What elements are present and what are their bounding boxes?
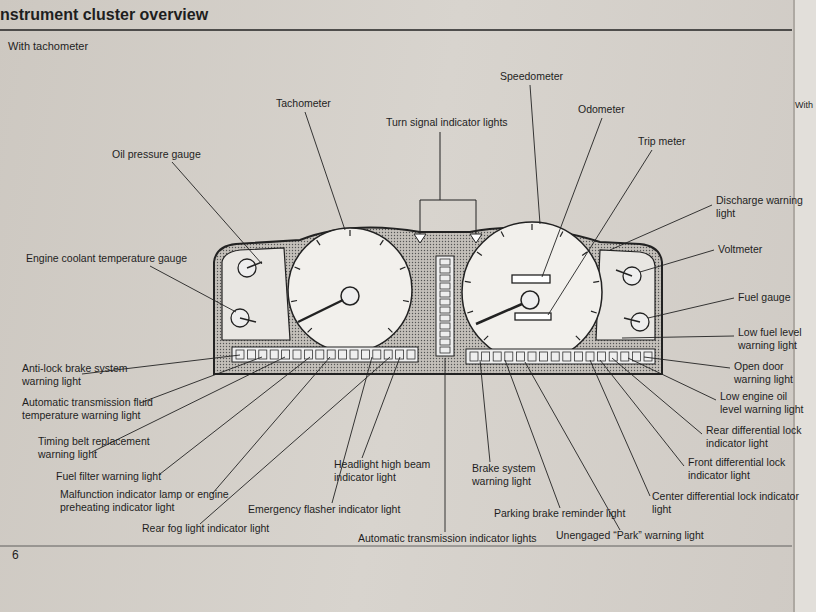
part-label: Tachometer [276,97,331,110]
indicator-cell [621,352,629,361]
indicator-cell [384,350,392,359]
part-label: With tachometer [8,40,88,54]
indicator-cell [440,259,450,265]
part-label: Automatic transmission indicator lights [358,532,537,545]
indicator-cell [516,352,524,361]
part-label: Center differential lock indicator light [652,490,808,516]
part-label: Rear fog light indicator light [142,522,269,535]
part-label: Turn signal indicator lights [386,116,508,129]
gauge-tick [560,231,563,236]
indicator-cell [540,352,548,361]
part-label: Fuel gauge [738,291,791,304]
gauge-tick [576,336,580,340]
gauge-tick [400,267,406,269]
indicator-cell [505,352,513,361]
gauge-tick [591,311,597,313]
part-label: Discharge warning light [716,194,810,220]
gauge-tick [477,252,482,256]
indicator-cell [440,307,450,313]
indicator-cell [440,267,450,273]
part-label: Low engine oil level warning light [720,390,810,416]
indicator-cell [316,350,324,359]
indicator-cell [339,350,347,359]
indicator-cell [270,350,278,359]
indicator-cell [440,331,450,337]
part-label: Fuel filter warning light [56,470,161,483]
part-label: Automatic transmission fluid temperature… [22,396,160,422]
gauge-tick [308,328,312,332]
part-label: Timing belt replacement warning light [38,435,154,461]
indicator-cell [482,352,490,361]
page-title: nstrument cluster overview [0,6,208,24]
indicator-cell [586,352,594,361]
indicator-cell [236,350,244,359]
gauge-tick [291,301,297,302]
part-label: Open door warning light [734,360,810,386]
indicator-cell [598,352,606,361]
gauge-tick [295,267,301,269]
gauge-tick [531,224,532,230]
part-label: Brake system warning light [472,462,568,488]
part-label: With [795,100,813,111]
part-label: Oil pressure gauge [112,148,201,161]
indicator-cell [528,352,536,361]
indicator-cell [440,275,450,281]
gauge-tick [465,281,471,283]
part-label: Parking brake reminder light [494,507,625,520]
part-label: Rear differential lock indicator light [706,424,810,450]
part-label: Unengaged “Park” warning light [556,529,704,542]
part-label: Front differential lock indicator light [688,456,810,482]
gauge-tick [403,301,409,302]
indicator-cell [563,352,571,361]
indicator-cell [440,339,450,345]
indicator-cell [574,352,582,361]
gauge-tick [349,230,350,236]
indicator-cell [327,350,335,359]
part-label: Low fuel level warning light [738,326,812,352]
gauge-tick [388,328,392,332]
indicator-cell [493,352,501,361]
gauge-tick [501,231,504,236]
indicator-cell [350,350,358,359]
gauge-tick [484,336,488,340]
indicator-cell [293,350,301,359]
indicator-cell [440,299,450,305]
part-label: Anti-lock brake system warning light [22,362,146,388]
indicator-cell [440,323,450,329]
indicator-cell [407,350,415,359]
gauge-tick [380,240,383,245]
indicator-cell [609,352,617,361]
indicator-cell [247,350,255,359]
part-label: Odometer [578,103,625,116]
page-number: 6 [12,548,19,563]
part-label: Speedometer [500,70,563,83]
part-label: Engine coolant temperature gauge [26,252,187,265]
indicator-cell [440,315,450,321]
indicator-cell [373,350,381,359]
indicator-cell [440,291,450,297]
part-label: Trip meter [638,135,685,148]
indicator-cell [440,283,450,289]
indicator-cell [440,347,450,353]
gauge-tick [467,311,473,313]
indicator-cell [632,352,640,361]
part-label: Malfunction indicator lamp or engine pre… [60,488,246,514]
indicator-cell [361,350,369,359]
indicator-cell [551,352,559,361]
indicator-cell [304,350,312,359]
part-label: Headlight high beam indicator light [334,458,446,484]
indicator-cell [470,352,478,361]
gauge-tick [317,240,320,245]
gauge-tick [593,281,599,283]
indicator-cell [644,352,652,361]
part-label: Emergency flasher indicator light [248,503,400,516]
part-label: Voltmeter [718,243,762,256]
